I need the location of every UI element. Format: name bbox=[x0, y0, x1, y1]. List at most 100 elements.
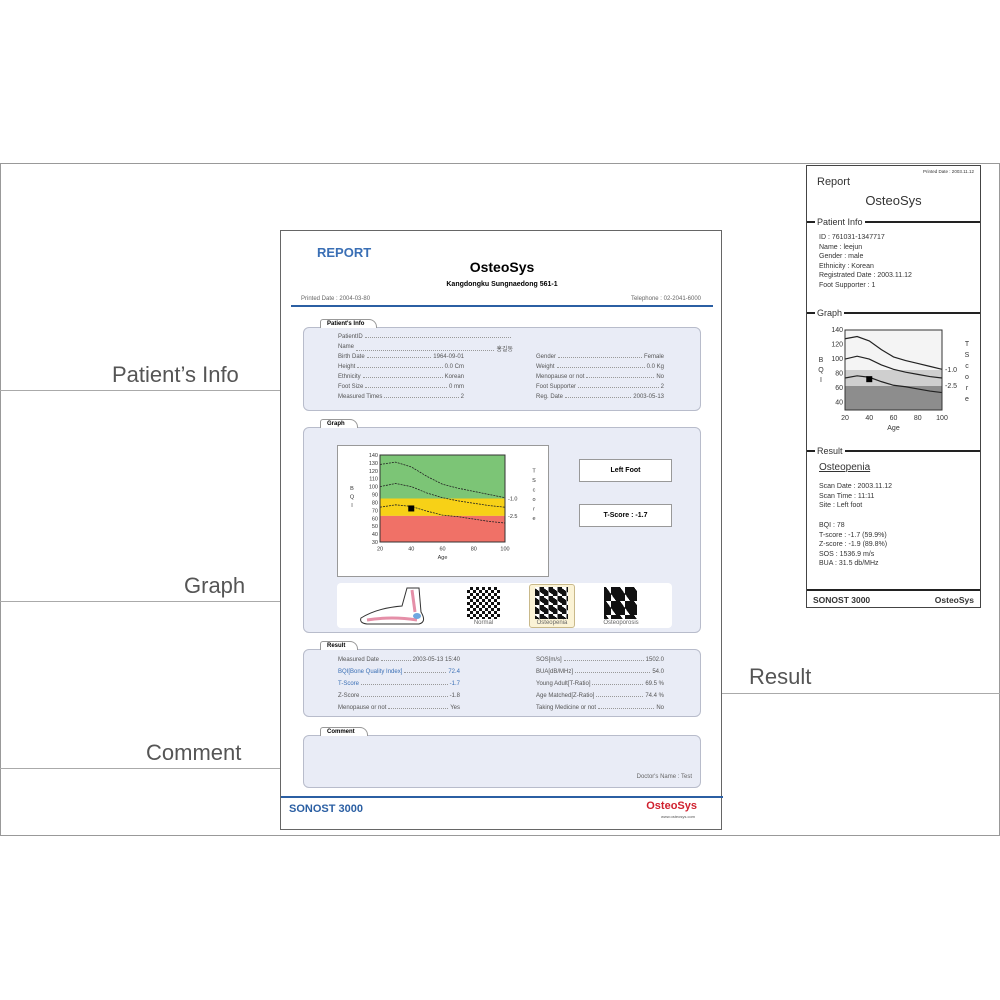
field-value: 54.0 bbox=[652, 669, 664, 675]
y-tick-label: 140 bbox=[369, 453, 378, 459]
mini-graph-section: Graph bbox=[807, 308, 980, 318]
field-label: SOS[m/s] bbox=[536, 657, 562, 663]
field-label: Menopause or not bbox=[536, 374, 585, 380]
mini-company: OsteoSys bbox=[865, 193, 922, 208]
field-label: Gender bbox=[536, 354, 557, 360]
field-label: Height bbox=[338, 364, 356, 370]
header-rule bbox=[291, 305, 713, 307]
y-tick-label: 40 bbox=[835, 400, 843, 407]
mini-line: Ethnicity : Korean bbox=[819, 262, 874, 270]
leader-dots bbox=[361, 681, 448, 685]
leader-dots bbox=[364, 334, 511, 338]
leader-dots bbox=[361, 693, 448, 697]
field-label: Taking Medicine or not bbox=[536, 705, 597, 711]
leader-dots bbox=[578, 384, 659, 388]
field-value: Yes bbox=[450, 705, 460, 711]
x-tick-label: 40 bbox=[408, 547, 414, 553]
zone-osteoporosis bbox=[380, 515, 505, 542]
y2-axis-title-char: c bbox=[533, 487, 536, 493]
field-label: BQI[Bone Quality Index] bbox=[338, 669, 403, 675]
zone-osteopenia bbox=[380, 498, 505, 516]
bone-osteoporosis-label: Osteoporosis bbox=[603, 620, 639, 626]
label-graph: Graph bbox=[184, 573, 246, 598]
patient-info-tab: Patient's Info bbox=[320, 319, 378, 328]
y-tick-label: 60 bbox=[372, 516, 378, 522]
x-tick-label: 100 bbox=[500, 547, 509, 553]
mini-patient-heading: Patient Info bbox=[815, 217, 865, 227]
leader-dots bbox=[575, 669, 651, 673]
plot-frame bbox=[844, 329, 943, 411]
tscore-box: T-Score : -1.7 bbox=[579, 504, 672, 527]
site-box: Left Foot bbox=[579, 459, 672, 482]
leader-dots bbox=[565, 394, 632, 398]
leader-dots bbox=[596, 693, 644, 697]
y-tick-label: 80 bbox=[372, 500, 378, 506]
bone-osteoporosis-image[interactable] bbox=[604, 587, 637, 619]
y2-axis-title-char: o bbox=[532, 497, 535, 503]
footer-model: SONOST 3000 bbox=[289, 803, 363, 815]
mini-line: BUA : 31.5 db/MHz bbox=[819, 560, 879, 567]
mini-line: ID : 761031-1347717 bbox=[819, 234, 885, 241]
y2-axis-title-char: e bbox=[965, 396, 969, 403]
field-value: 74.4 % bbox=[645, 693, 664, 699]
mini-diagnosis: Osteopenia bbox=[819, 462, 871, 473]
field-value: 1502.0 bbox=[645, 657, 664, 663]
field-label: Measured Times bbox=[338, 394, 383, 400]
curve-mean bbox=[379, 483, 506, 508]
foot-icon bbox=[360, 587, 425, 625]
field-value: 1964-09-01 bbox=[433, 354, 464, 360]
printed-date: Printed Date : 2004-03-80 bbox=[301, 296, 371, 302]
y-tick-label: 50 bbox=[372, 524, 378, 530]
field-value: 홍길동 bbox=[496, 347, 513, 353]
mini-patient-section: Patient Info bbox=[807, 217, 980, 227]
curve-+2SD bbox=[844, 335, 943, 370]
divider bbox=[0, 768, 280, 769]
field-row: Age Matched[Z-Ratio]74.4 % bbox=[536, 693, 664, 699]
report-heading: REPORT bbox=[317, 245, 372, 260]
bone-normal-image[interactable] bbox=[467, 587, 500, 619]
x-tick-label: 60 bbox=[439, 547, 445, 553]
zone-osteoporosis bbox=[845, 386, 942, 410]
mini-result-heading: Result bbox=[815, 446, 845, 456]
y-axis-title-char: I bbox=[820, 377, 822, 384]
field-label: Ethnicity bbox=[338, 374, 361, 380]
y-axis-title-char: Q bbox=[350, 494, 355, 500]
field-value: 2003-05-13 bbox=[633, 394, 664, 400]
y-tick-label: 140 bbox=[831, 327, 843, 334]
curve-+2SD bbox=[379, 461, 506, 499]
x-axis-title: Age bbox=[438, 555, 448, 561]
y2-axis-title-char: r bbox=[966, 385, 969, 392]
y-tick-label: 120 bbox=[369, 469, 378, 475]
field-value: No bbox=[656, 374, 664, 380]
x-tick-label: 40 bbox=[865, 415, 873, 422]
y-tick-label: 130 bbox=[369, 461, 378, 467]
mini-footer-rule bbox=[807, 589, 980, 591]
field-value: 69.5 % bbox=[645, 681, 664, 687]
footer-rule bbox=[281, 796, 723, 798]
field-label: Foot Size bbox=[338, 384, 364, 390]
curve--2SD bbox=[379, 504, 506, 524]
leader-dots bbox=[558, 354, 642, 358]
footer-brand-logo: OsteoSys bbox=[646, 800, 697, 812]
bone-osteopenia-image bbox=[535, 587, 568, 619]
y-tick-label: 60 bbox=[835, 385, 843, 392]
bone-image-strip: Normal Osteopenia Osteoporosis bbox=[337, 583, 672, 628]
mini-line: Scan Time : 11:11 bbox=[819, 492, 875, 500]
y2-axis-title-char: c bbox=[965, 363, 969, 370]
patient-point bbox=[408, 505, 415, 512]
mini-line: Scan Date : 2003.11.12 bbox=[819, 483, 893, 490]
curve--2SD bbox=[844, 375, 943, 394]
leader-dots bbox=[384, 394, 459, 398]
company-name: OsteoSys bbox=[469, 259, 535, 275]
y-tick-label: 30 bbox=[372, 540, 378, 546]
